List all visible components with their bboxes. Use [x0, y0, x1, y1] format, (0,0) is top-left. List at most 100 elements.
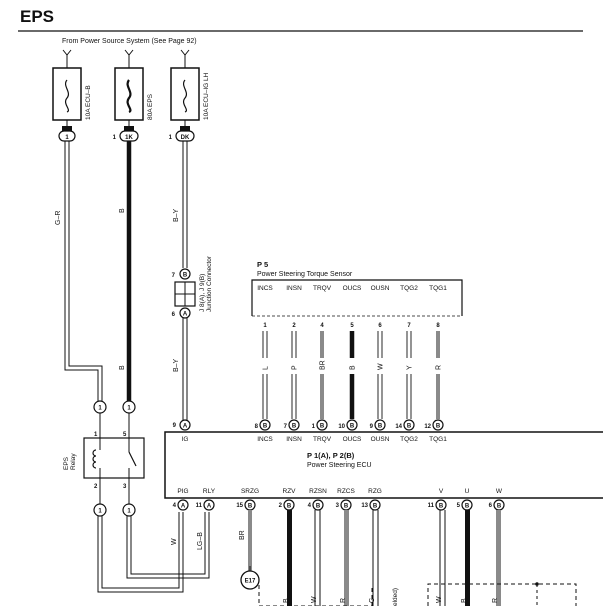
wire-label-b: B: [119, 208, 126, 213]
fuse-icon: [182, 79, 188, 113]
ecu-pin-number: 11: [196, 503, 203, 509]
ecu-connector-label: B: [436, 424, 441, 430]
ecu-name: Power Steering ECU: [307, 462, 372, 469]
ecu-connector: [177, 499, 189, 511]
terminal-oval: [58, 130, 76, 142]
svg-text:1: 1: [98, 406, 102, 412]
wire-label-by: B–Y: [173, 208, 180, 222]
wire-label-w: W: [171, 538, 178, 545]
sensor-wire: [406, 331, 412, 419]
ground-e17: E17: [240, 566, 373, 606]
wire-w-v: [439, 510, 446, 606]
wire-label-bg: [258, 358, 272, 374]
ecu-pin-number: 7: [284, 424, 288, 430]
wire-label-bg: [287, 358, 301, 374]
ecu-connector-label: B: [350, 424, 355, 430]
wire-label-bg: [402, 358, 416, 374]
ecu-connector-label: B: [344, 504, 349, 510]
sensor-pin-name: OUSN: [371, 285, 390, 292]
ecu-connector: [259, 419, 271, 431]
arrow-icon: [62, 49, 72, 56]
ecu-pin-name: U: [465, 488, 470, 495]
ecu-pin-name: W: [496, 488, 503, 495]
wire-r-w: [496, 510, 501, 606]
wire-b-y: [182, 141, 188, 420]
ecu-pin-number: 9: [370, 424, 374, 430]
ecu-pin-name: PIG: [177, 488, 188, 495]
sensor-wire-label: W: [378, 363, 385, 370]
wire-b-rzv: [287, 510, 292, 606]
ecu-connector-label: B: [497, 504, 502, 510]
svg-text:A: A: [183, 312, 188, 318]
sensor-wire: [436, 331, 440, 419]
ecu-connector: [403, 419, 415, 431]
svg-text:1: 1: [127, 406, 131, 412]
fuse-box: [52, 67, 82, 121]
ecu-connector-label: B: [248, 504, 253, 510]
svg-text:1: 1: [94, 432, 98, 438]
ecu-pin-name: RZCS: [337, 488, 355, 495]
ecu-pin-name: SRZG: [241, 488, 259, 495]
sensor-wire-label: P: [292, 365, 299, 370]
torque-sensor: P 5 Power Steering Torque Sensor: [251, 260, 463, 317]
terminal-number: 1: [113, 135, 117, 141]
fuse-ecu-ig-lh: 10A ECU–IG LH 1 DK: [169, 49, 210, 142]
ecu-connector: [346, 419, 358, 431]
fuse-ecu-b: 10A ECU–B 1: [52, 49, 92, 142]
ecu-connector-label: B: [465, 504, 470, 510]
ecu-connector: [369, 499, 381, 511]
wire-label-br: BR: [239, 530, 246, 540]
wire-r-rzcs: [344, 510, 349, 606]
fuse-icon: [64, 79, 70, 113]
sensor-wire-label: Y: [407, 365, 414, 370]
junction-label: J 8(A), J 9(B): [199, 274, 206, 312]
ecu-connector-label: B: [378, 424, 383, 430]
ecu-pin-number: 8: [255, 424, 259, 430]
relay-label-2: Relay: [70, 453, 77, 470]
junction-pin-top: 7: [172, 273, 176, 279]
sensor-pin-name: INSN: [286, 285, 302, 292]
terminal-number: 1: [169, 135, 173, 141]
svg-text:3: 3: [123, 484, 127, 490]
ecu-pin-name: RZSN: [309, 488, 327, 495]
fuse-label: 80A EPS: [147, 93, 154, 120]
ecu-code: P 1(A), P 2(B): [307, 451, 355, 460]
sensor-pin-name: TRQV: [313, 285, 332, 292]
svg-text:W: W: [311, 596, 318, 603]
ecu-pin-number: 4: [173, 503, 177, 509]
relay-connectors-bottom: 1 1: [93, 503, 136, 517]
sensor-wire-label: B: [350, 365, 357, 370]
wire-g-r: [64, 141, 103, 402]
junction-label-2: Junction Connector: [206, 255, 213, 312]
wire-label-bg: [431, 358, 445, 374]
wire-label-bg: [315, 358, 329, 374]
sensor-wire-label: BR: [320, 360, 327, 370]
sensor-wire-label: R: [436, 365, 443, 370]
svg-text:B: B: [461, 598, 468, 603]
wire-label-bg: [373, 358, 387, 374]
lower-wires: BR: [239, 510, 501, 606]
wire-label-gr: G–R: [55, 211, 62, 225]
junction-connector: 7 B 6 A J 8(A), J 9(B) Junction Connecto…: [172, 255, 213, 319]
ecu-pin-number: 11: [428, 503, 435, 509]
ecu-connector: [435, 499, 447, 511]
svg-text:1: 1: [98, 509, 102, 515]
sensor-wire: [320, 331, 324, 419]
fuse-box: [170, 67, 200, 121]
svg-text:W: W: [436, 596, 443, 603]
sensor-wire: [291, 331, 297, 419]
ecu-pin-number: 1: [312, 424, 316, 430]
svg-text:B: B: [183, 273, 188, 279]
sensor-pin-number: 1: [263, 323, 267, 329]
